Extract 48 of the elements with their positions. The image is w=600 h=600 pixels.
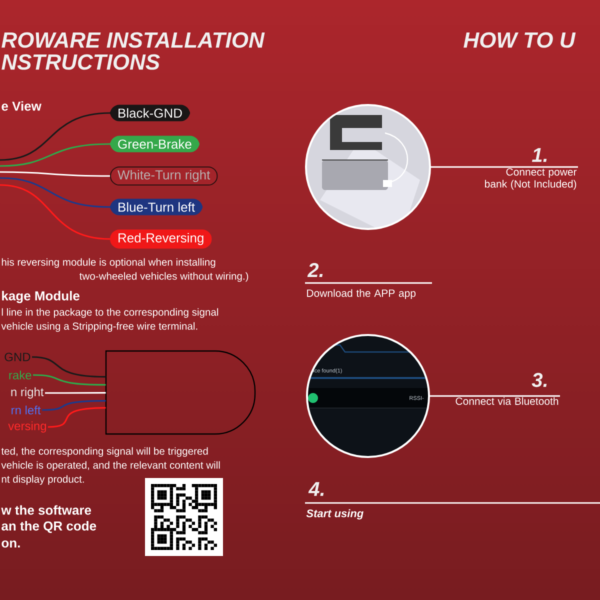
wire bbox=[45, 392, 106, 394]
heading: e View bbox=[2, 101, 42, 111]
wire bbox=[0, 177, 110, 208]
wire-label: rn left bbox=[12, 406, 41, 414]
heading: an the QR code bbox=[2, 521, 96, 533]
heading: kage Module bbox=[2, 290, 80, 304]
wire-label: versing bbox=[8, 421, 46, 433]
wire bbox=[48, 407, 106, 428]
wire bbox=[0, 143, 110, 167]
wire bbox=[0, 184, 110, 240]
body-text: vehicle is operated, and the relevant content will bbox=[1, 461, 220, 471]
wire bbox=[32, 374, 106, 386]
wire-label-pill: Blue-Turn left bbox=[110, 198, 203, 216]
leader-line bbox=[429, 395, 560, 397]
wire-label-pill: White-Turn right bbox=[110, 166, 218, 186]
note: two-wheeled vehicles without wiring.) bbox=[80, 272, 248, 282]
wire bbox=[32, 356, 106, 378]
step-number: 4. bbox=[308, 482, 324, 496]
wire-label-pill: Black-GND bbox=[110, 104, 190, 122]
title: NSTRUCTIONS bbox=[2, 54, 160, 70]
wire bbox=[42, 400, 106, 411]
body-text: l line in the package to the corresponding signal bbox=[2, 308, 218, 318]
step-number: 2. bbox=[307, 263, 323, 277]
wire-label: GND bbox=[4, 352, 30, 362]
body-text: ted, the corresponding signal will be triggered bbox=[1, 447, 208, 457]
heading: on. bbox=[2, 540, 20, 548]
wire bbox=[0, 112, 110, 161]
step-number: 1. bbox=[532, 148, 547, 162]
body-text: vehicle using a Stripping-free wire terminal. bbox=[1, 322, 198, 332]
step-number: 3. bbox=[532, 372, 547, 388]
module-outline bbox=[105, 350, 256, 435]
title: ROWARE INSTALLATION bbox=[2, 32, 265, 48]
photo bbox=[305, 104, 431, 230]
step-text: Download the APP app bbox=[307, 289, 416, 299]
wire-label: rake bbox=[9, 370, 32, 380]
leader-line bbox=[430, 166, 578, 168]
note: his reversing module is optional when installing bbox=[2, 258, 216, 268]
body-text: nt display product. bbox=[2, 475, 84, 485]
wire-label-pill: Red-Reversing bbox=[110, 229, 212, 249]
heading: w the software bbox=[1, 505, 92, 515]
step-text: Connect power bank (Not Included) bbox=[485, 168, 577, 190]
wire-label: n right bbox=[11, 387, 44, 399]
step-text: Connect via Bluetooth bbox=[456, 397, 558, 405]
photo bbox=[306, 334, 430, 458]
wire bbox=[0, 171, 110, 177]
title: HOW TO U bbox=[464, 32, 576, 48]
wire-label-pill: Green-Brake bbox=[110, 136, 200, 152]
step-text: Start using bbox=[306, 509, 364, 520]
